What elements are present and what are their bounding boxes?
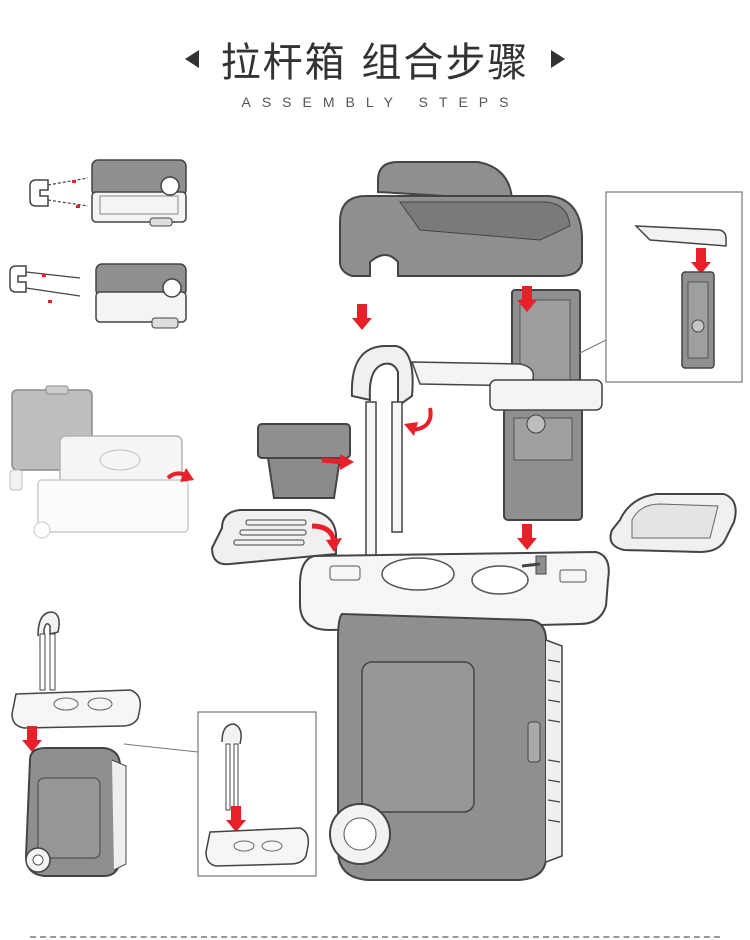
part-main-case: [329, 612, 563, 881]
part-right-tray: [609, 493, 737, 554]
red-arrow-icon: [517, 524, 537, 550]
step3-open-case: [9, 385, 189, 539]
step2-handle-inserted: [9, 263, 187, 329]
step1-handle-insert: [29, 159, 187, 227]
bottom-divider: [30, 936, 720, 938]
inset-detail-bottom: [123, 711, 317, 877]
part-trolley-handle: [350, 345, 603, 563]
triangle-left-icon: [184, 50, 199, 68]
page-title: 拉杆箱 组合步骤: [220, 40, 530, 86]
step5-small-assembled: [11, 611, 142, 877]
page-header: 拉杆箱 组合步骤 ASSEMBLY STEPS: [0, 30, 750, 110]
part-top-lid: [377, 161, 514, 202]
part-counter-top: [299, 550, 610, 632]
part-left-tray: [210, 509, 337, 566]
title-row: 拉杆箱 组合步骤: [0, 30, 750, 88]
triangle-right-icon: [551, 50, 566, 68]
part-top-shelf: [339, 195, 583, 277]
page-subtitle: ASSEMBLY STEPS: [241, 94, 520, 110]
red-arrow-icon: [352, 304, 372, 330]
part-small-bin: [257, 423, 351, 499]
inset-detail-right: [577, 191, 743, 383]
